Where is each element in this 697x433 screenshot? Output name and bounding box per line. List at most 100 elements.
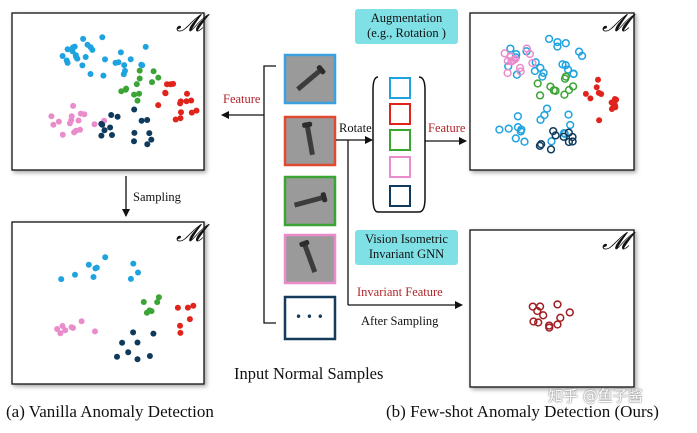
- augmented-point-green: [551, 86, 560, 95]
- sampled-point-red: [177, 322, 183, 329]
- sampled-point-blue: [127, 275, 134, 282]
- feature-point-blue: [100, 72, 107, 79]
- feature-point-pink: [91, 121, 98, 128]
- feature-point-red: [178, 109, 184, 116]
- feature-point-green: [136, 75, 143, 82]
- augmented-point-blue: [553, 42, 562, 51]
- sampled-point-pink: [59, 323, 66, 329]
- feature-point-blue: [73, 54, 80, 60]
- sampled-point-navy: [114, 353, 120, 360]
- visgnn-line1: Vision Isometric: [365, 232, 448, 246]
- sampled-point-pink: [92, 328, 98, 335]
- feature-point-pink: [50, 121, 57, 128]
- panel-bottom-right: [469, 229, 635, 388]
- feature-point-navy: [131, 129, 138, 136]
- manifold-symbol-tl: 𝓜: [176, 11, 203, 37]
- invariant-feature-label: Invariant Feature: [357, 285, 443, 299]
- augmented-point-blue-lower: [536, 115, 545, 124]
- sampled-point-navy: [125, 349, 132, 356]
- augmented-point-blue: [531, 58, 540, 67]
- feature-point-blue: [79, 62, 86, 69]
- feature-label-left: Feature: [223, 92, 261, 106]
- rotated-set-bracket: [372, 76, 426, 213]
- panel-top-left: [11, 12, 205, 171]
- feature-point-blue: [64, 46, 71, 53]
- rotated-squares: [389, 77, 411, 207]
- feature-point-blue: [69, 48, 76, 55]
- screw-image-4: [299, 239, 318, 274]
- feature-point-navy: [114, 113, 121, 120]
- augmented-point-red: [582, 90, 589, 97]
- feature-point-green: [134, 97, 141, 104]
- augmented-point-blue: [577, 51, 587, 61]
- invariant-point: [545, 321, 554, 330]
- feature-point-pink: [66, 120, 73, 127]
- feature-point-blue: [59, 53, 66, 59]
- feature-point-pink: [77, 110, 84, 117]
- sampled-point-red: [184, 304, 191, 311]
- invariant-point: [556, 313, 565, 322]
- screw-image-3: [293, 192, 328, 208]
- sampling-label: Sampling: [133, 190, 181, 204]
- feature-point-pink: [68, 113, 75, 120]
- manifold-symbol-br: 𝓜: [602, 229, 629, 255]
- feature-point-green: [149, 79, 155, 86]
- feature-point-navy: [144, 141, 151, 148]
- augmented-point-blue: [553, 37, 562, 47]
- augmented-point-red: [612, 104, 619, 111]
- feature-point-navy: [108, 112, 115, 118]
- feature-point-blue: [142, 43, 149, 50]
- augmented-point-blue: [563, 65, 573, 74]
- augmented-point-pink: [515, 63, 525, 73]
- augmented-point-red: [595, 76, 601, 83]
- sampled-point-pink: [54, 326, 61, 332]
- feature-point-blue: [121, 62, 128, 69]
- augmented-point-navy: [559, 132, 568, 141]
- input-normal-samples-label: Input Normal Samples: [234, 364, 384, 383]
- invariant-point: [535, 302, 545, 311]
- sampled-point-green: [148, 308, 155, 315]
- panel-bottom-left: [11, 221, 205, 385]
- invariant-point: [553, 300, 562, 309]
- feature-point-blue: [102, 56, 108, 63]
- watermark: 知乎 @鱼子酱: [548, 387, 643, 405]
- sampled-point-pink: [68, 324, 75, 331]
- manifold-symbol-bl: 𝓜: [176, 221, 203, 247]
- rotated-square-2: [389, 103, 411, 125]
- feature-point-navy: [107, 124, 114, 131]
- feature-point-red: [183, 98, 190, 105]
- feature-point-green: [150, 68, 157, 75]
- augmented-point-navy: [536, 140, 546, 149]
- augmentation-line2: (e.g., Rotation ): [367, 26, 446, 40]
- sampled-point-green: [140, 299, 147, 305]
- feature-point-red: [155, 102, 162, 109]
- visgnn-box: Vision Isometric Invariant GNN: [355, 230, 458, 265]
- augmented-point-blue-lower: [566, 120, 575, 130]
- feature-point-red: [172, 116, 179, 123]
- sampled-point-green: [143, 309, 150, 316]
- feature-point-blue: [127, 56, 134, 63]
- sampled-point-blue: [93, 264, 100, 271]
- screw-image-1: [296, 65, 326, 92]
- caption-left: (a) Vanilla Anomaly Detection: [6, 402, 214, 421]
- sample-5-frame: [283, 295, 337, 341]
- augmented-point-blue: [538, 72, 547, 81]
- sampled-point-blue: [135, 269, 141, 276]
- rotate-label: Rotate: [339, 121, 372, 135]
- sampled-point-red: [174, 304, 181, 311]
- augmented-point-blue-lower: [504, 124, 513, 133]
- augmented-point-blue-lower: [547, 137, 556, 146]
- augmented-point-navy: [535, 141, 545, 150]
- feature-point-red: [188, 109, 195, 116]
- sampled-point-green: [154, 299, 161, 306]
- visgnn-line2: Invariant GNN: [368, 247, 445, 261]
- augmented-point-navy: [546, 145, 556, 154]
- augmented-point-blue: [561, 39, 570, 48]
- after-sampling-label: After Sampling: [361, 314, 439, 328]
- invariant-point: [539, 311, 548, 320]
- feature-point-navy: [138, 117, 145, 124]
- feature-point-green: [123, 85, 130, 92]
- feature-point-green: [118, 88, 125, 95]
- rotated-square-5: [389, 185, 411, 207]
- augmented-point-pink: [516, 67, 525, 76]
